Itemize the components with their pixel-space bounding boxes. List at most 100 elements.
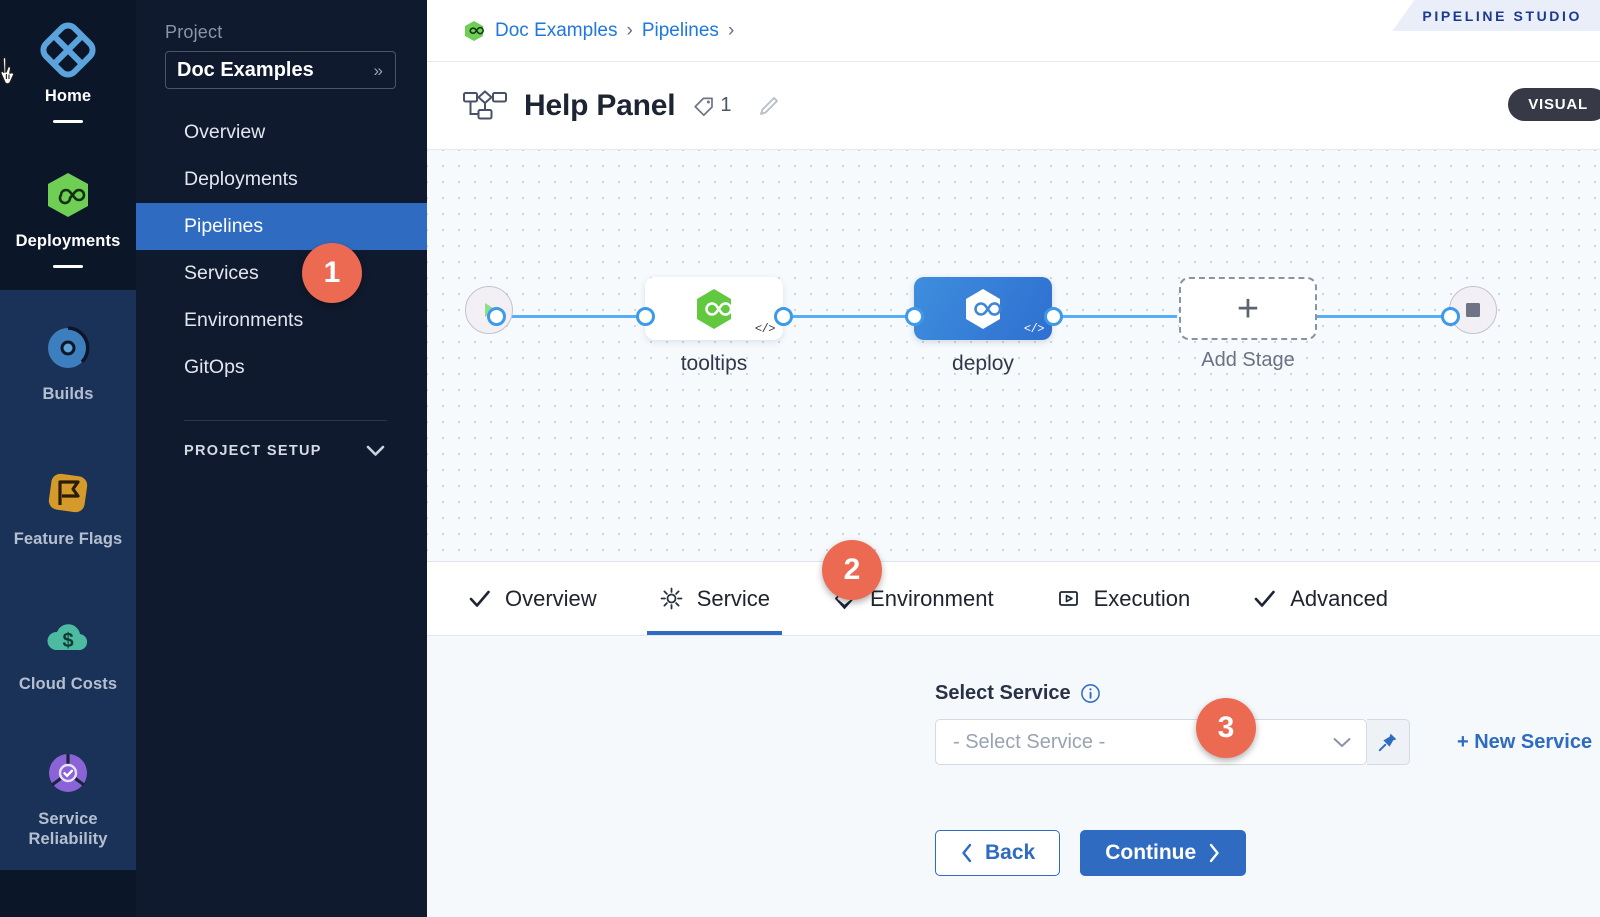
- module-item-label: Deployments: [15, 232, 121, 251]
- tab-advanced[interactable]: Advanced: [1252, 562, 1388, 635]
- callout-badge-3: 3: [1196, 698, 1256, 758]
- stage-node-tooltips[interactable]: </>: [645, 277, 783, 340]
- check-icon: [1254, 590, 1275, 607]
- form-actions: Back Continue: [935, 830, 1600, 876]
- back-button-label: Back: [985, 841, 1036, 864]
- project-nav-list: Overview Deployments Pipelines Services …: [136, 109, 427, 391]
- sidebar-divider: [184, 420, 387, 421]
- module-item-label: Cloud Costs: [18, 675, 118, 694]
- module-item-cloud-costs[interactable]: $ Cloud Costs: [0, 580, 136, 725]
- breadcrumb: Doc Examples › Pipelines › PIPELINE STUD…: [427, 0, 1600, 62]
- pin-icon: [1378, 733, 1397, 752]
- sidebar-item-overview[interactable]: Overview: [136, 109, 427, 156]
- connector-tooltips-deploy: [782, 315, 922, 318]
- tab-overview[interactable]: Overview: [467, 562, 597, 635]
- chevron-down-icon: [1333, 737, 1351, 747]
- tab-label: Advanced: [1290, 585, 1389, 611]
- project-selector[interactable]: Doc Examples »: [165, 51, 396, 89]
- select-service-label: Select Service: [935, 682, 1071, 704]
- stage-node-deploy[interactable]: </>: [914, 277, 1052, 340]
- builds-circle-icon: [48, 326, 90, 369]
- back-button[interactable]: Back: [935, 830, 1061, 876]
- breadcrumb-separator: ›: [727, 19, 735, 41]
- callout-badge-2: 2: [822, 540, 882, 600]
- deploy-output-port[interactable]: [1044, 307, 1063, 326]
- module-item-label: Home: [44, 87, 92, 106]
- add-stage-node[interactable]: +: [1179, 277, 1317, 340]
- plus-icon: +: [1236, 287, 1260, 330]
- select-service-input[interactable]: - Select Service -: [935, 719, 1367, 765]
- module-item-service-reliability[interactable]: Service Reliability: [0, 725, 136, 870]
- chevron-down-icon: [366, 445, 385, 456]
- sidebar-item-label: Environments: [184, 309, 304, 331]
- tab-label: Environment: [870, 585, 994, 611]
- start-node-port[interactable]: [487, 307, 506, 326]
- tag-badge[interactable]: 1: [692, 94, 732, 118]
- pencil-edit-icon[interactable]: [756, 93, 782, 119]
- breadcrumb-separator: ›: [626, 19, 633, 41]
- tab-label: Execution: [1093, 585, 1191, 611]
- sidebar-item-label: Deployments: [184, 168, 298, 190]
- continue-button[interactable]: Continue: [1080, 830, 1247, 876]
- deploy-input-port[interactable]: [905, 307, 924, 326]
- svg-text:$: $: [62, 630, 73, 652]
- module-active-underline: [53, 120, 83, 123]
- tab-service[interactable]: Service: [646, 562, 783, 635]
- mode-badge-visual[interactable]: VISUAL: [1508, 88, 1600, 121]
- connector-deploy-add: [1057, 315, 1177, 318]
- check-icon: [469, 590, 490, 607]
- info-circle-icon[interactable]: [1080, 683, 1101, 704]
- pipeline-studio-tab-label: PIPELINE STUDIO: [1422, 7, 1582, 24]
- sidebar-item-gitops[interactable]: GitOps: [136, 344, 427, 391]
- sidebar-section-project-setup[interactable]: PROJECT SETUP: [136, 421, 427, 481]
- select-service-label-row: Select Service: [935, 682, 1600, 705]
- add-stage-label: Add Stage: [1201, 349, 1295, 371]
- tab-label: Overview: [505, 585, 597, 611]
- harness-hexagon-green-icon: [697, 288, 733, 329]
- continue-button-label: Continue: [1105, 841, 1197, 864]
- tab-execution[interactable]: Execution: [1056, 562, 1191, 635]
- project-section-label: Project: [165, 22, 223, 42]
- sidebar-item-label: Pipelines: [184, 215, 264, 237]
- home-diamond-icon: [40, 22, 96, 78]
- stage-tab-bar: Overview Service: [427, 562, 1600, 636]
- sidebar-item-environments[interactable]: Environments: [136, 297, 427, 344]
- play-box-icon: [1058, 591, 1078, 606]
- sidebar-item-pipelines[interactable]: Pipelines: [136, 203, 427, 250]
- sidebar-item-label: Overview: [184, 121, 266, 143]
- new-service-link[interactable]: + New Service: [1457, 730, 1593, 753]
- select-service-value: - Select Service -: [953, 730, 1106, 753]
- sidebar-item-services[interactable]: Services: [136, 250, 427, 297]
- module-item-deployments[interactable]: Deployments: [0, 145, 136, 290]
- tooltips-output-port[interactable]: [774, 307, 793, 326]
- breadcrumb-link-pipelines[interactable]: Pipelines: [641, 19, 719, 41]
- tab-environment[interactable]: Environment: [832, 562, 994, 635]
- module-rail: Home Deployments Builds: [0, 0, 136, 917]
- stage-label-tooltips: tooltips: [680, 352, 748, 375]
- module-item-builds[interactable]: Builds: [0, 290, 136, 435]
- end-node-port[interactable]: [1441, 307, 1460, 326]
- breadcrumb-link-project[interactable]: Doc Examples: [495, 19, 618, 41]
- stage-code-badge: </>: [1023, 322, 1045, 336]
- module-item-label: Feature Flags: [13, 530, 123, 549]
- module-item-feature-flags[interactable]: Feature Flags: [0, 435, 136, 580]
- chevron-right-icon: [1209, 843, 1219, 863]
- pipeline-studio-tab[interactable]: PIPELINE STUDIO: [1392, 0, 1600, 31]
- pipeline-canvas[interactable]: </> tooltips </> deploy + Add Stage: [427, 150, 1600, 562]
- chevron-double-right-icon: »: [373, 60, 384, 80]
- chevron-left-icon: [962, 843, 972, 863]
- pipeline-title-bar: Help Panel 1 VISUAL: [427, 62, 1600, 150]
- pin-field-button[interactable]: [1367, 719, 1410, 765]
- module-item-label: Service Reliability: [28, 810, 108, 848]
- sidebar-item-label: GitOps: [184, 356, 245, 378]
- pointer-hand-cursor: [0, 56, 15, 85]
- deployments-hexagon-icon: [48, 173, 88, 218]
- tab-label: Service: [696, 585, 771, 611]
- module-item-home[interactable]: Home: [0, 0, 136, 145]
- tooltips-input-port[interactable]: [636, 307, 655, 326]
- sidebar-section-label: PROJECT SETUP: [184, 443, 322, 459]
- pipeline-nodes-icon: [463, 89, 507, 119]
- page-title: Help Panel: [524, 88, 676, 122]
- sidebar-item-deployments[interactable]: Deployments: [136, 156, 427, 203]
